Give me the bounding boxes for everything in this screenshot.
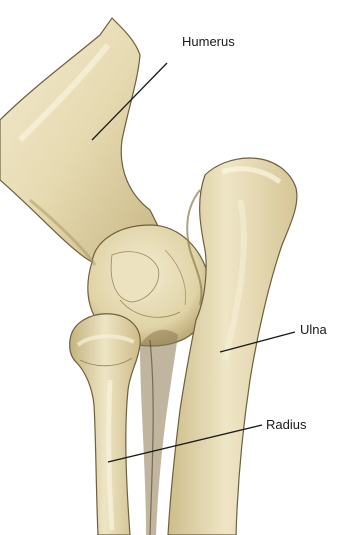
radius-bone <box>70 314 141 535</box>
radius-label: Radius <box>266 418 306 431</box>
ulna-bone <box>168 158 297 535</box>
humerus-label: Humerus <box>182 35 235 48</box>
ulna-label: Ulna <box>300 323 327 336</box>
humerus-bone <box>0 18 210 346</box>
